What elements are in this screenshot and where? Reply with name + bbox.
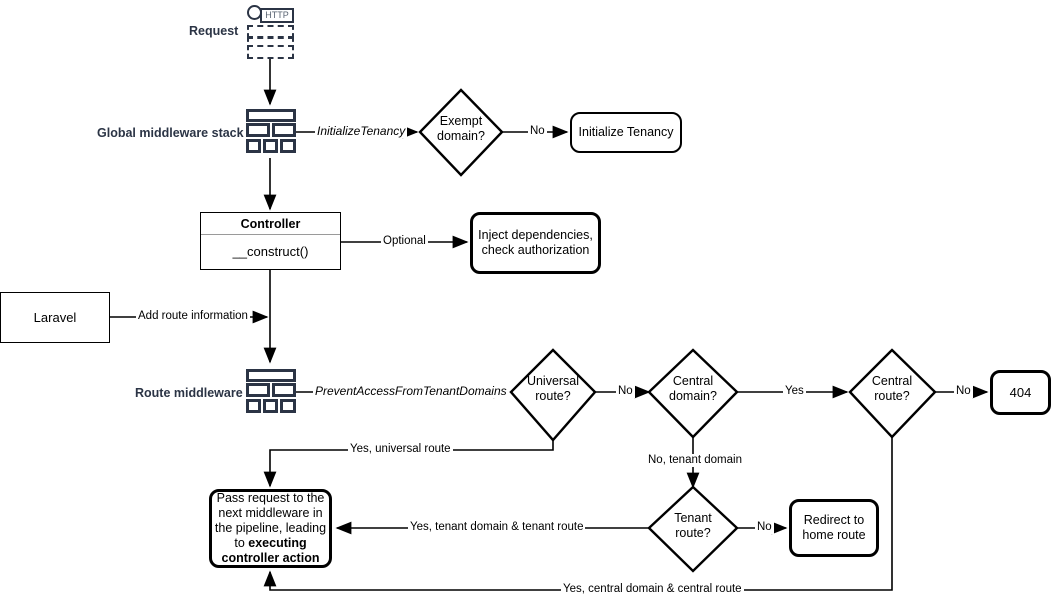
request-body-row-3 [247, 45, 294, 59]
edge-label-initialize-tenancy: InitializeTenancy [315, 124, 408, 138]
edge-label-optional: Optional [381, 235, 428, 248]
redirect-home-line1: Redirect to [803, 513, 865, 527]
controller-method: __construct() [232, 244, 309, 259]
edge-label-add-route-information: Add route information [136, 310, 250, 323]
node-redirect-home[interactable]: Redirect to home route [789, 499, 879, 557]
inject-dependencies-line2: check authorization [481, 243, 590, 257]
global-middleware-stack-icon [246, 109, 296, 153]
stack-row1-block [246, 109, 296, 122]
edge-label-universal-yes: Yes, universal route [348, 443, 453, 456]
decision-central-route-label: Central route? [871, 374, 913, 403]
decision-central-domain-label: Central domain? [669, 374, 717, 403]
route-stack-row1-block [246, 369, 296, 382]
pass-request-line1: Pass request to the [216, 491, 325, 505]
route-stack-row3-block3 [280, 399, 296, 413]
route-middleware-stack-icon [246, 369, 296, 413]
label-global-middleware-stack: Global middleware stack [97, 126, 244, 140]
route-stack-row3-block1 [246, 399, 261, 413]
node-pass-request[interactable]: Pass request to the next middleware in t… [209, 489, 332, 568]
stack-row3-block2 [263, 139, 278, 153]
controller-header: Controller [201, 213, 340, 235]
edge-label-universal-no: No [616, 385, 635, 398]
edge-label-prevent-access: PreventAccessFromTenantDomains [313, 384, 509, 398]
pass-request-line5-emphasis: controller action [221, 551, 320, 565]
decision-tenant-route-label: Tenant route? [674, 511, 712, 540]
edge-label-tenant-route-no: No [755, 521, 774, 534]
decision-exempt-domain-label: Exempt domain? [437, 114, 485, 143]
redirect-home-line2: home route [802, 528, 866, 542]
edge-label-tenant-yes: Yes, tenant domain & tenant route [408, 521, 586, 534]
node-404[interactable]: 404 [990, 370, 1051, 415]
laravel-label: Laravel [33, 309, 77, 325]
route-stack-row3-block2 [263, 399, 278, 413]
node-laravel[interactable]: Laravel [0, 292, 110, 343]
edge-label-central-domain-yes: Yes [783, 385, 806, 398]
route-stack-row2-block2 [272, 383, 296, 397]
inject-dependencies-line1: Inject dependencies, [478, 228, 593, 242]
label-route-middleware: Route middleware [135, 386, 243, 400]
route-stack-row2-block1 [246, 383, 270, 397]
edge-label-exempt-no: No [528, 125, 547, 138]
pass-request-line2: next middleware in [218, 506, 323, 520]
pass-request-line4: to executing [234, 536, 306, 551]
stack-row2-block1 [246, 123, 270, 137]
node-initialize-tenancy[interactable]: Initialize Tenancy [570, 112, 682, 153]
node-controller[interactable]: Controller __construct() [200, 212, 341, 270]
pass-request-line4-prefix: to [234, 536, 249, 550]
http-request-icon: HTTP [246, 5, 294, 59]
node-inject-dependencies[interactable]: Inject dependencies, check authorization [470, 212, 601, 274]
decision-universal-route-label: Universal route? [526, 374, 580, 403]
stack-row3-block3 [280, 139, 296, 153]
pass-request-line3: the pipeline, leading [214, 521, 327, 535]
initialize-tenancy-label: Initialize Tenancy [578, 125, 674, 139]
pass-request-line4-emphasis: executing [248, 536, 307, 550]
edge-label-central-yes: Yes, central domain & central route [561, 583, 744, 596]
edge-label-central-domain-no: No, tenant domain [646, 454, 744, 467]
stack-row2-block2 [272, 123, 296, 137]
label-request: Request [189, 24, 239, 38]
edge-label-central-route-no: No [954, 385, 973, 398]
http-label: HTTP [260, 8, 294, 23]
not-found-label: 404 [1009, 384, 1032, 400]
stack-row3-block1 [246, 139, 261, 153]
